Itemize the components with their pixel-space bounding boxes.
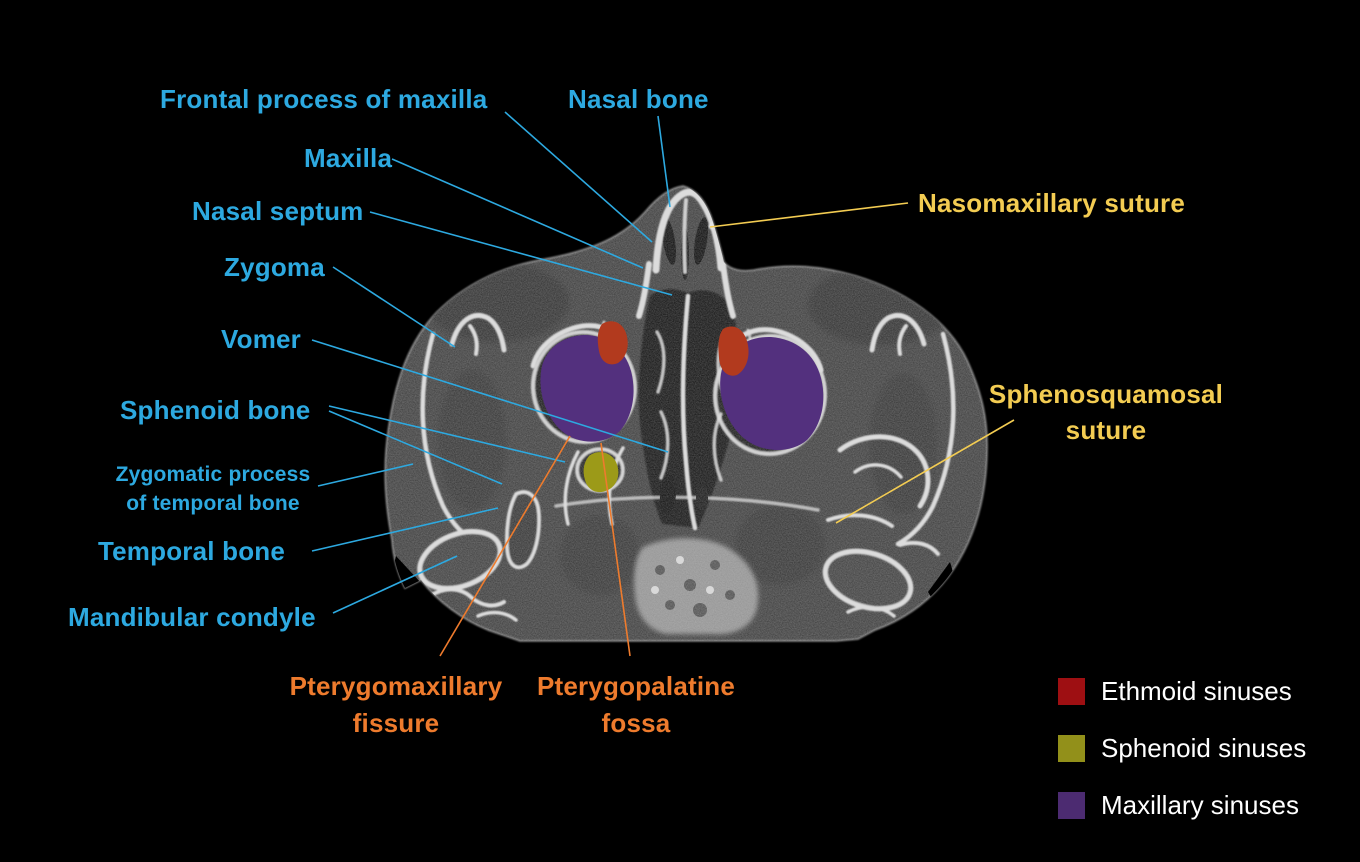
legend-row-maxillary: Maxillary sinuses (1058, 790, 1306, 820)
ethmoid-color-swatch (1058, 678, 1085, 705)
leader-zygoma (332, 266, 456, 348)
legend-label-ethmoid: Ethmoid sinuses (1101, 676, 1292, 706)
leader-frontal-process-of-maxilla (504, 111, 653, 243)
ethmoid-sinus-overlay-right (718, 326, 749, 376)
leader-lines (311, 111, 1015, 657)
leader-sphenosquamosal-suture (835, 419, 1015, 524)
label-zygomatic-process-of-temporal-bone: Zygomatic process of temporal bone (115, 463, 311, 515)
legend-label-sphenoid: Sphenoid sinuses (1101, 733, 1307, 763)
leader-nasal-bone (657, 115, 671, 208)
maxillary-sinus-overlay-right (720, 336, 824, 451)
label-pterygopalatine-fossa: Pterygopalatine fossa (536, 671, 736, 738)
leader-mandibular-condyle (332, 555, 458, 614)
sphenoid-color-swatch (1058, 735, 1085, 762)
leader-sphenoid-bone-2 (328, 410, 503, 485)
sinus-color-legend: Ethmoid sinuses Sphenoid sinuses Maxilla… (1058, 676, 1307, 849)
sinus-overlays (540, 321, 824, 493)
sphenoid-sinus-overlay (583, 452, 619, 493)
label-nasal-septum: Nasal septum (192, 196, 364, 226)
leader-pterygopalatine-fossa (600, 442, 631, 657)
leader-vomer (311, 339, 669, 453)
label-temporal-bone: Temporal bone (98, 536, 286, 566)
leader-zygomatic-process (317, 463, 414, 487)
legend-row-ethmoid: Ethmoid sinuses (1058, 676, 1306, 706)
legend-row-sphenoid: Sphenoid sinuses (1058, 733, 1307, 763)
leader-maxilla (391, 158, 644, 269)
maxillary-color-swatch (1058, 792, 1085, 819)
leader-nasomaxillary-suture (709, 202, 909, 228)
legend-label-maxillary: Maxillary sinuses (1101, 790, 1299, 820)
label-sphenosquamosal-suture: Sphenosquamosal suture (988, 379, 1224, 445)
label-nasal-bone: Nasal bone (568, 84, 709, 114)
label-nasomaxillary-suture: Nasomaxillary suture (918, 188, 1186, 218)
label-zygoma: Zygoma (224, 252, 325, 282)
leader-nasal-septum (369, 211, 673, 296)
leader-sphenoid-bone-1 (328, 405, 566, 463)
label-pterygomaxillary-fissure: Pterygomaxillary fissure (289, 671, 503, 738)
label-sphenoid-bone: Sphenoid bone (120, 395, 311, 425)
label-frontal-process-of-maxilla: Frontal process of maxilla (160, 84, 488, 114)
label-vomer: Vomer (221, 324, 301, 354)
ethmoid-sinus-overlay-left (597, 321, 628, 365)
leader-pterygomaxillary-fissure (439, 435, 571, 657)
label-mandibular-condyle: Mandibular condyle (68, 602, 316, 632)
label-maxilla: Maxilla (304, 143, 393, 173)
leader-temporal-bone (311, 507, 499, 552)
